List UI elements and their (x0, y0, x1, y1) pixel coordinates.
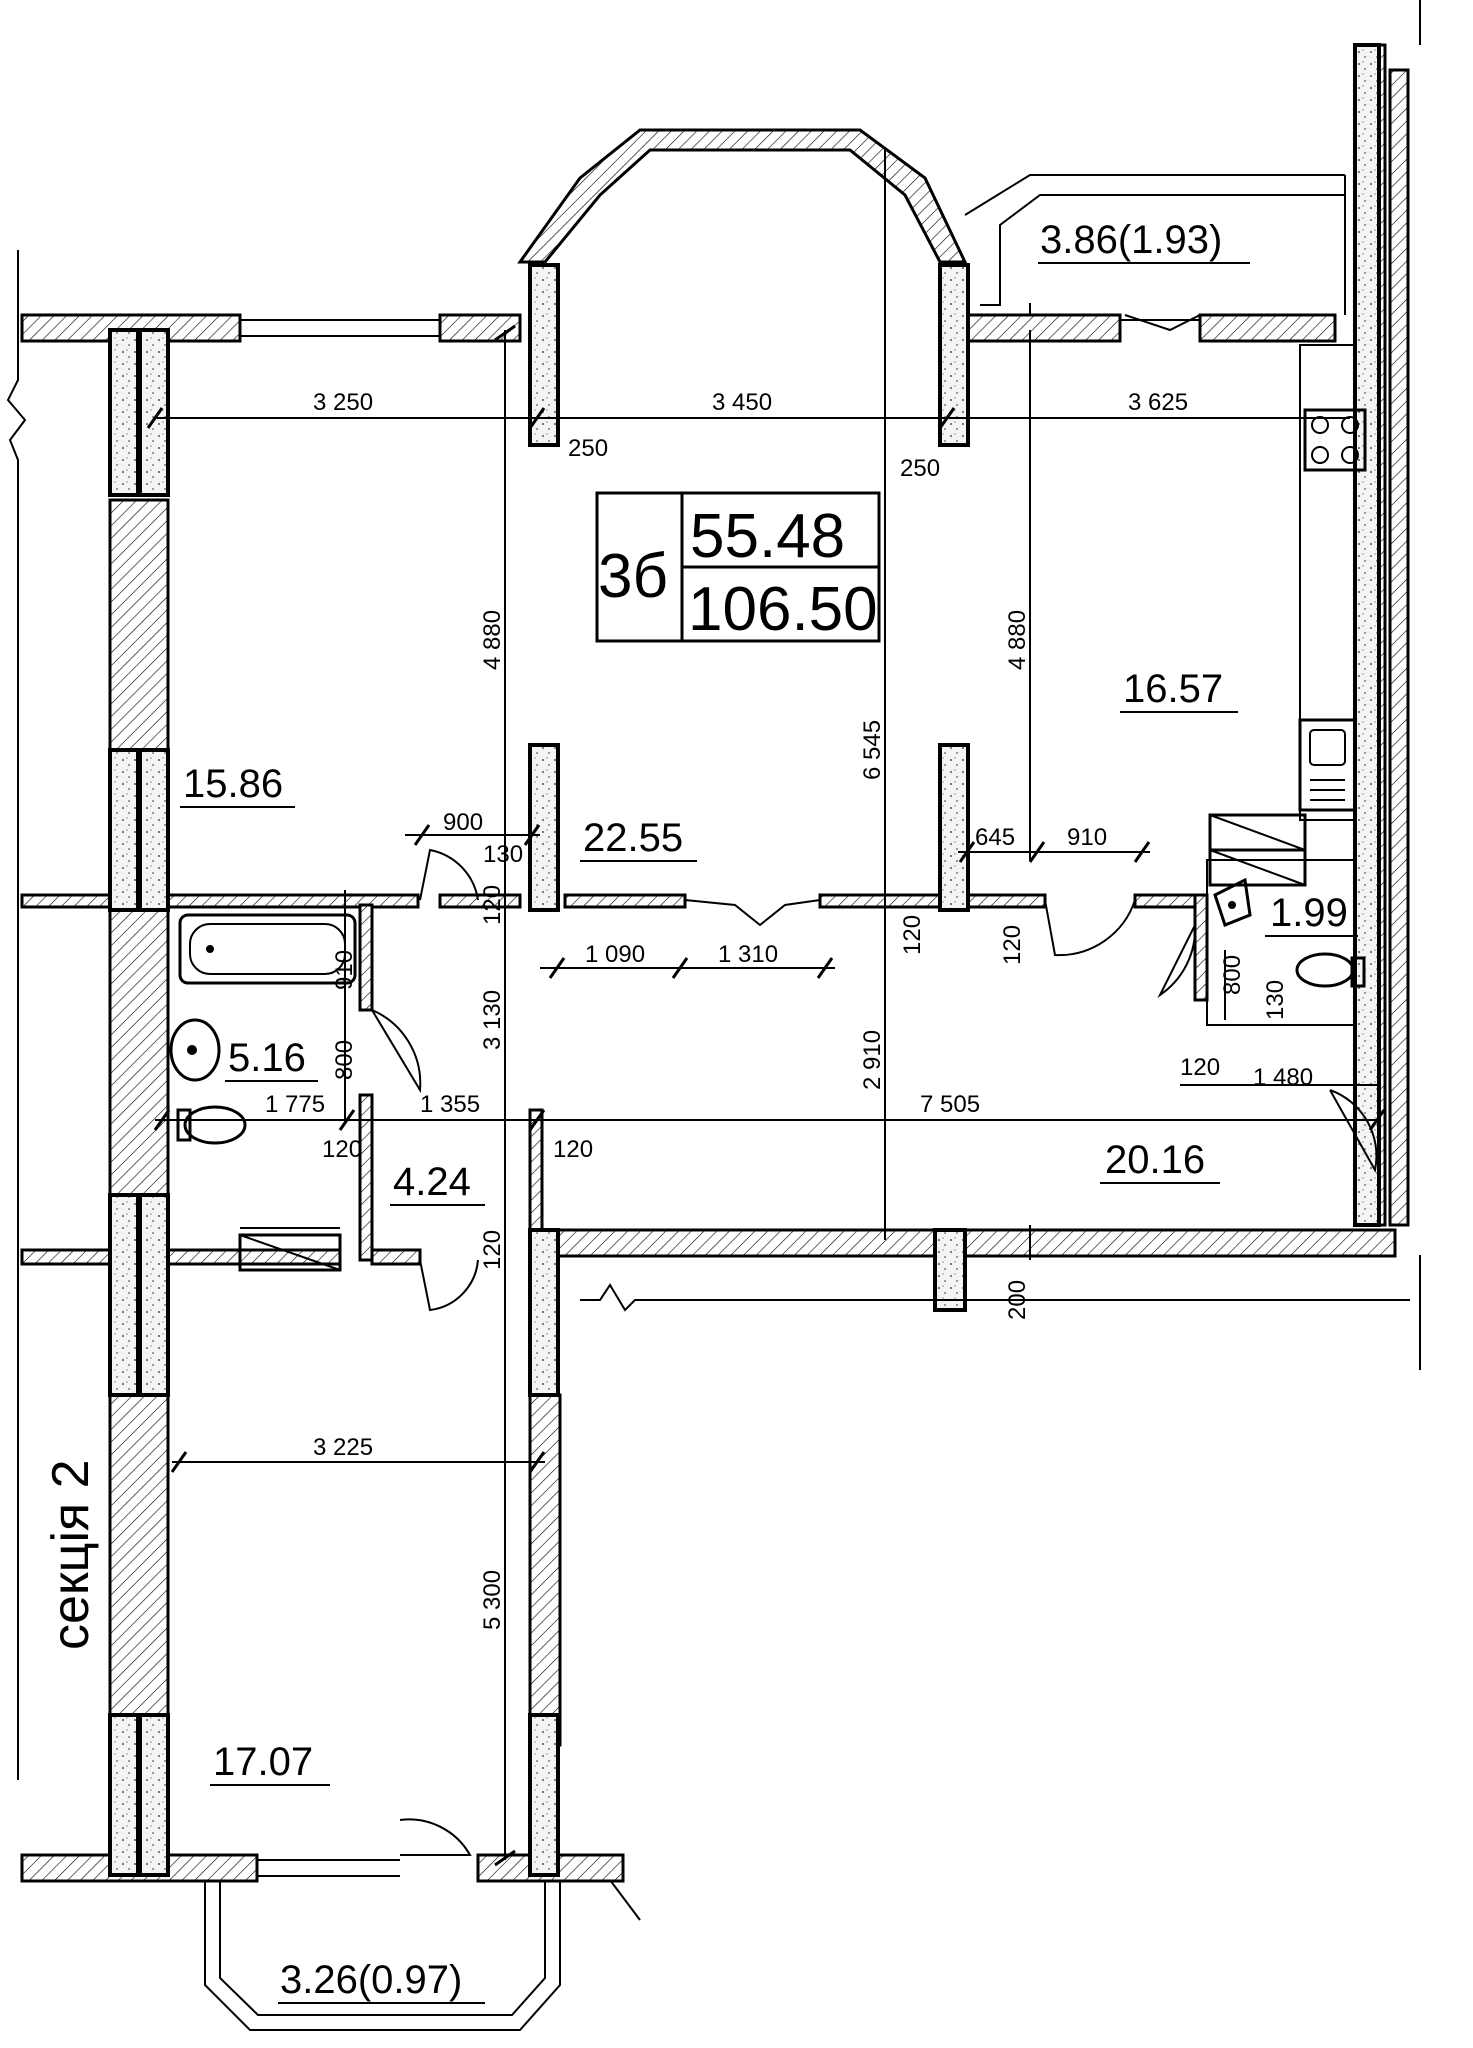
break-lines (6, 0, 1421, 1921)
vent-shafts (238, 813, 1307, 1272)
dimension-labels: 3 250 3 450 3 625 250 250 4 880 4 880 6 … (265, 389, 1313, 1630)
balcony-top-outline (964, 174, 1346, 315)
dim-250-right: 250 (900, 455, 940, 482)
dim-3450: 3 450 (712, 389, 772, 416)
dim-120-d: 120 (322, 1136, 362, 1163)
dim-120-e: 120 (553, 1136, 593, 1163)
dim-1090: 1 090 (585, 941, 645, 968)
room-area-storage: 4.24 (393, 1160, 471, 1204)
dim-800-bath: 800 (331, 1040, 358, 1080)
dim-910-bath: 910 (331, 950, 358, 990)
room-area-bath: 5.16 (228, 1036, 306, 1080)
dim-7505: 7 505 (920, 1091, 980, 1118)
dim-6545: 6 545 (859, 720, 886, 780)
apartment-living-area: 55.48 (690, 502, 845, 571)
dim-1480: 1 480 (1253, 1064, 1313, 1091)
dim-3250: 3 250 (313, 389, 373, 416)
kitchen-sink-icon (1298, 718, 1357, 812)
dim-3625: 3 625 (1128, 389, 1188, 416)
dim-130-wc: 130 (1262, 980, 1289, 1020)
room-area-hall: 20.16 (1105, 1138, 1205, 1182)
room-area-left: 15.86 (183, 762, 283, 806)
dim-3225: 3 225 (313, 1434, 373, 1461)
bathtub (178, 913, 357, 985)
apartment-total-area: 106.50 (688, 575, 878, 644)
columns (108, 43, 1381, 1877)
balcony-areas: 3.86(1.93) 3.26(0.97) (278, 218, 1250, 2004)
dim-3130: 3 130 (479, 990, 506, 1050)
balcony-bottom-outline (204, 1880, 561, 2031)
dim-120-f: 120 (479, 1230, 506, 1270)
room-area-wc: 1.99 (1270, 891, 1348, 935)
apartment-label: 3б 55.48 106.50 (595, 491, 881, 644)
dim-800-wc: 800 (1219, 955, 1246, 995)
balcony-area-bottom: 3.26(0.97) (280, 1958, 462, 2002)
room-areas: 15.86 22.55 16.57 1.99 5.16 4.24 20.16 1… (180, 667, 1358, 1786)
wc-fixtures (1206, 859, 1366, 1026)
dimension-lines (155, 150, 1380, 1860)
dim-120-g: 120 (1180, 1054, 1220, 1081)
doors (371, 314, 1378, 1856)
dim-4880-right: 4 880 (1004, 610, 1031, 670)
dim-5300: 5 300 (479, 1570, 506, 1630)
dim-120-c: 120 (999, 925, 1026, 965)
windows (240, 319, 1200, 1877)
dim-1355: 1 355 (420, 1091, 480, 1118)
balcony-area-top: 3.86(1.93) (1040, 218, 1222, 262)
room-area-kitchen: 16.57 (1123, 667, 1223, 711)
dim-900: 900 (443, 809, 483, 836)
dim-2910: 2 910 (859, 1030, 886, 1090)
dim-130-left: 130 (483, 841, 523, 868)
dimension-ticks (146, 324, 1386, 1867)
apartment-number: 3б (598, 542, 668, 611)
dim-1310: 1 310 (718, 941, 778, 968)
kitchen-counter (1299, 344, 1356, 821)
toilet-bath (176, 1105, 247, 1145)
dim-250-left: 250 (568, 435, 608, 462)
dim-4880-left: 4 880 (479, 610, 506, 670)
dim-645: 645 (975, 824, 1015, 851)
section-label: секція 2 (42, 1459, 100, 1650)
washbasin-bath (169, 1018, 221, 1082)
dim-200: 200 (1004, 1280, 1031, 1320)
exterior-walls (20, 43, 1410, 1883)
room-area-bottom: 17.07 (213, 1740, 313, 1784)
room-area-living: 22.55 (583, 816, 683, 860)
dim-910-kitchen: 910 (1067, 824, 1107, 851)
dim-1775: 1 775 (265, 1091, 325, 1118)
dim-120-b: 120 (899, 915, 926, 955)
dim-120-a: 120 (479, 885, 506, 925)
